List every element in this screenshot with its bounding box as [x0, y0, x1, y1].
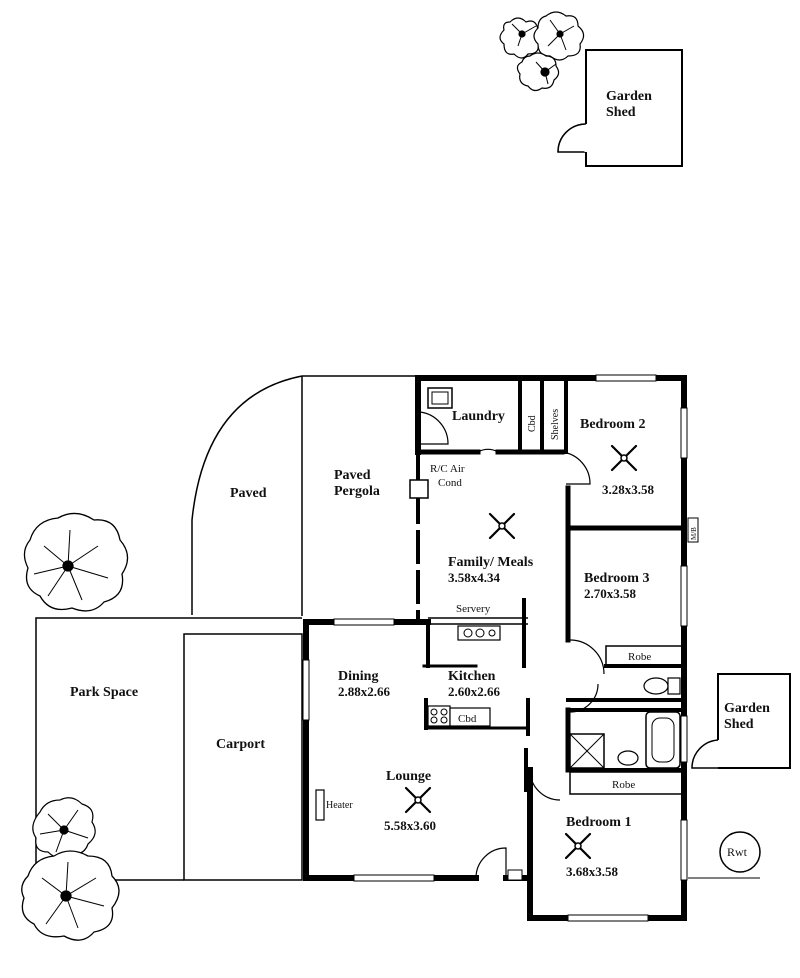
fan-bedroom2 — [610, 444, 638, 472]
bedroom1-size: 3.68x3.58 — [566, 864, 619, 879]
bedroom3-name: Bedroom 3 — [584, 571, 649, 586]
fan-family — [488, 512, 516, 540]
rwt-label: Rwt — [727, 845, 748, 859]
bedroom3-size: 2.70x3.58 — [584, 586, 637, 601]
rainwater-tank: Rwt — [688, 831, 761, 879]
shelves-label: Shelves — [550, 409, 561, 440]
fixtures — [315, 387, 699, 881]
fan-lounge — [404, 786, 432, 814]
family-meals-name: Family/ Meals — [448, 555, 534, 570]
shrub-cluster-top — [499, 11, 585, 92]
paved-pergola-line1: Paved — [334, 468, 371, 483]
carport-label: Carport — [216, 737, 265, 752]
cbd-kitchen-label: Cbd — [458, 713, 477, 725]
room-labels: Laundry Cbd Shelves Bedroom 2 3.28x3.58 … — [326, 409, 698, 879]
lounge-size: 5.58x3.60 — [384, 818, 436, 833]
garden-shed-top-line2: Shed — [606, 105, 636, 120]
garden-shed-right: Garden Shed — [691, 673, 791, 769]
garden-shed-right-line1: Garden — [724, 701, 770, 716]
tree-left-top — [23, 512, 129, 612]
doors — [419, 123, 605, 879]
garden-shed-top: Garden Shed — [557, 49, 683, 167]
windows — [302, 374, 688, 922]
rc-air-line2: Cond — [438, 477, 462, 489]
paved-pergola-line2: Pergola — [334, 484, 380, 499]
paved-label: Paved — [230, 486, 267, 501]
robe-bedroom3-label: Robe — [628, 651, 651, 663]
family-meals-size: 3.58x4.34 — [448, 570, 501, 585]
bedroom2-size: 3.28x3.58 — [602, 482, 655, 497]
fan-bedroom1 — [564, 832, 592, 860]
tree-left-bottom-small — [32, 797, 96, 859]
dining-name: Dining — [338, 669, 378, 684]
garden-shed-top-line1: Garden — [606, 89, 652, 104]
kitchen-name: Kitchen — [448, 669, 496, 684]
robe-bedroom1-label: Robe — [612, 779, 635, 791]
heater-label: Heater — [326, 800, 353, 811]
bedroom2-name: Bedroom 2 — [580, 417, 645, 432]
rc-air-line1: R/C Air — [430, 463, 465, 475]
tree-left-bottom — [21, 850, 120, 941]
garden-shed-right-line2: Shed — [724, 717, 754, 732]
lounge-name: Lounge — [386, 769, 431, 784]
park-space-label: Park Space — [70, 685, 138, 700]
bedroom1-name: Bedroom 1 — [566, 815, 631, 830]
laundry-label: Laundry — [452, 409, 505, 424]
meter-box-label: M/B — [690, 527, 698, 540]
dining-size: 2.88x2.66 — [338, 684, 391, 699]
paved-area: Paved Paved Pergola — [191, 375, 416, 616]
servery-label: Servery — [456, 603, 491, 615]
cbd-laundry-label: Cbd — [527, 415, 538, 432]
kitchen-size: 2.60x2.66 — [448, 684, 501, 699]
ceiling-fans — [404, 444, 638, 860]
carport: Carport — [183, 633, 303, 881]
